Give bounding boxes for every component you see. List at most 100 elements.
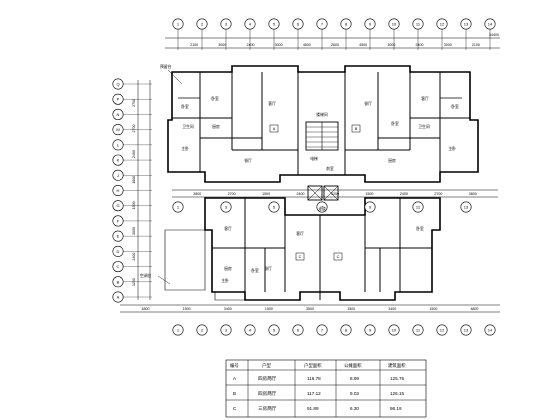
room-label: 卫生间 xyxy=(418,124,430,129)
axis-bubble-left: M xyxy=(116,127,119,132)
dimension-label: 3500 xyxy=(306,307,314,311)
room-label: 走道 xyxy=(318,206,326,211)
axis-bubble-mid: 5 xyxy=(273,205,276,210)
dimension-label: 4500 xyxy=(303,43,311,47)
axis-bubble-mid: 3 xyxy=(225,205,228,210)
dimension-label: 3200 xyxy=(331,192,339,196)
dimension-label: 2100 xyxy=(472,43,480,47)
table-cell: 三房两厅 xyxy=(258,405,277,412)
unit-tag-box xyxy=(351,124,361,133)
room-label: 卧室 xyxy=(416,226,424,231)
dimension-label: 3400 xyxy=(224,307,232,311)
unit-tag-box xyxy=(333,252,343,261)
axis-bubble-bottom: 6 xyxy=(297,328,300,333)
dimension-label: 4800 xyxy=(470,307,478,311)
dimension-label: 3000 xyxy=(218,43,226,47)
axis-bubble-left: E xyxy=(117,234,120,239)
axis-bubble-left: J xyxy=(117,173,119,178)
dimension-label: 1500 xyxy=(365,192,373,196)
dimension-label: 1500 xyxy=(347,307,355,311)
axis-bubble-bottom-circle xyxy=(412,324,424,336)
axis-bubble-bottom-circle xyxy=(484,324,496,336)
dimension-label: 3000 xyxy=(132,227,136,235)
axis-bubble-top: 10 xyxy=(392,22,397,27)
table-header-built-area: 建筑面积 xyxy=(388,362,406,369)
dimension-label: 1800 xyxy=(132,176,136,184)
room-label: 卧室 xyxy=(451,104,459,109)
axis-bubble-bottom: 2 xyxy=(201,328,204,333)
room-label: 厨房 xyxy=(224,266,232,271)
leader-line xyxy=(157,275,171,285)
side-note: 预留台 xyxy=(160,64,172,69)
table-cell: 6.30 xyxy=(350,406,359,411)
leader-line xyxy=(167,69,183,85)
dimension-label: 2600 xyxy=(331,43,339,47)
axis-bubble-bottom-circle xyxy=(196,324,208,336)
axis-bubble-mid: 13 xyxy=(464,205,469,210)
dimension-label: 1500 xyxy=(262,192,270,196)
table-header-id: 编号 xyxy=(230,362,239,369)
side-note: 空调位 xyxy=(140,273,152,278)
dimension-label: 4800 xyxy=(142,307,150,311)
table-header-shared-area: 公摊面积 xyxy=(344,362,362,369)
axis-bubble-mid-circle xyxy=(268,201,280,213)
table-cell: C xyxy=(233,406,237,411)
dimension-label: 2400 xyxy=(400,192,408,196)
dimension-label: 2100 xyxy=(190,43,198,47)
table-cell: 8.99 xyxy=(350,376,359,381)
axis-bubble-bottom-circle xyxy=(244,324,256,336)
axis-bubble-mid-circle xyxy=(412,201,424,213)
axis-bubble-bottom: 1 xyxy=(177,328,180,333)
axis-bubble-mid: 7 xyxy=(321,205,324,210)
axis-bubble-mid: 9 xyxy=(369,205,372,210)
axis-bubble-left: P xyxy=(117,97,120,102)
dimension-label: 2400 xyxy=(246,43,254,47)
room-label: 前室 xyxy=(326,166,334,171)
dimension-label: 2400 xyxy=(297,192,305,196)
axis-bubble-bottom: 10 xyxy=(392,328,397,333)
unit-tag: C xyxy=(337,255,340,259)
axis-bubble-top: 3 xyxy=(225,22,228,27)
axis-bubble-bottom-circle xyxy=(340,324,352,336)
axis-bubble-mid-circle xyxy=(364,201,376,213)
axis-bubble-mid-circle xyxy=(316,201,328,213)
area-table: 编号 户型 户型面积 公摊面积 建筑面积 A 四房两厅 116.78 8.99 … xyxy=(225,359,427,418)
dimension-label: 3800 xyxy=(469,192,477,196)
axis-bubble-top: 11 xyxy=(416,22,421,27)
room-label: 卫生间 xyxy=(182,124,194,129)
room-label: 客厅 xyxy=(224,226,232,231)
dimension-label: 3000 xyxy=(444,43,452,47)
dimension-label: 1500 xyxy=(183,307,191,311)
axis-bubble-mid-circle xyxy=(460,201,472,213)
table-header-unit-area: 户型面积 xyxy=(304,362,322,369)
room-label: 餐厅 xyxy=(364,101,372,106)
axis-bubble-top: 8 xyxy=(345,22,348,27)
axis-bubble-left: F xyxy=(117,218,120,223)
axis-bubble-left: D xyxy=(117,249,120,254)
room-label: 楼梯间 xyxy=(316,112,328,117)
axis-bubble-top: 13 xyxy=(464,22,469,27)
room-label: 卧室 xyxy=(181,104,189,109)
room-label: 卧室 xyxy=(391,121,399,126)
dimension-label: 2400 xyxy=(132,253,136,261)
axis-bubble-mid: 1 xyxy=(177,205,180,210)
axis-bubble-bottom: 3 xyxy=(225,328,228,333)
unit-tag: B xyxy=(355,127,358,131)
axis-bubble-bottom: 9 xyxy=(369,328,372,333)
dimension-label: 3400 xyxy=(388,307,396,311)
table-cell: B xyxy=(233,391,236,396)
axis-bubble-mid-circle xyxy=(220,201,232,213)
axis-bubble-mid: 11 xyxy=(416,205,421,210)
axis-bubble-bottom-circle xyxy=(220,324,232,336)
table-cell: 9.03 xyxy=(350,391,359,396)
room-label: 主卧 xyxy=(448,146,456,151)
dimension-label: 2400 xyxy=(132,150,136,158)
axis-bubble-left: H xyxy=(117,188,120,193)
room-label: 客厅 xyxy=(421,96,429,101)
axis-bubble-top: 12 xyxy=(440,22,445,27)
dimension-label: 3200 xyxy=(132,278,136,286)
axis-bubble-bottom: 13 xyxy=(464,328,469,333)
dimension-label: 1500 xyxy=(429,307,437,311)
table-cell: 四房两厅 xyxy=(258,390,277,397)
dimension-label: 4500 xyxy=(359,43,367,47)
